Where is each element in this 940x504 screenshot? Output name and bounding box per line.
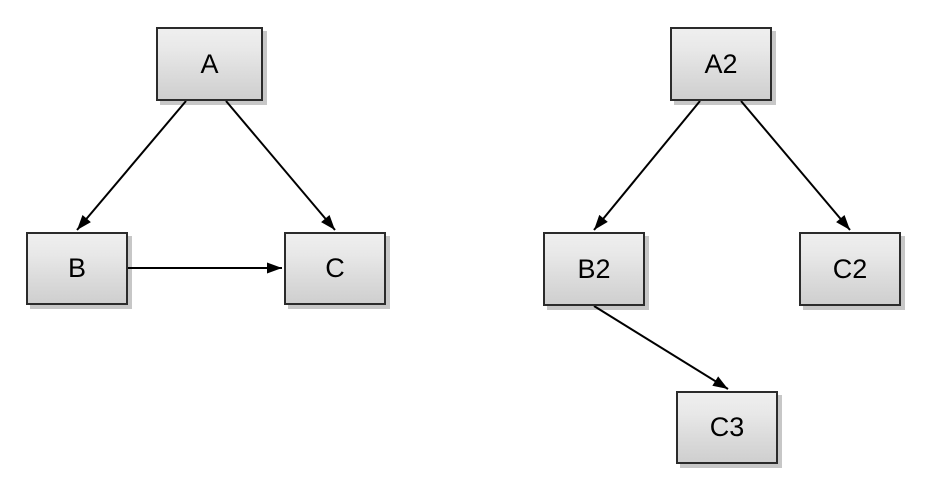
node-b2[interactable]: B2 bbox=[543, 232, 645, 306]
arrowhead-icon bbox=[321, 214, 335, 230]
node-b[interactable]: B bbox=[26, 232, 128, 305]
arrowhead-icon bbox=[594, 214, 608, 230]
edge-a2-to-c2 bbox=[740, 100, 851, 231]
node-a2[interactable]: A2 bbox=[670, 27, 772, 101]
node-c[interactable]: C bbox=[284, 232, 386, 305]
node-a2-label: A2 bbox=[704, 48, 738, 79]
edge-b2-to-c3 bbox=[593, 305, 729, 390]
node-c-label: C bbox=[325, 253, 345, 283]
edge-b-to-c bbox=[128, 262, 282, 274]
node-c3[interactable]: C3 bbox=[676, 391, 778, 464]
node-c2-label: C2 bbox=[832, 253, 868, 284]
edge-a-to-b bbox=[76, 100, 187, 231]
node-c2[interactable]: C2 bbox=[799, 232, 901, 306]
node-b2-label: B2 bbox=[577, 253, 611, 284]
edge-line bbox=[593, 305, 729, 390]
edge-a2-to-b2 bbox=[593, 100, 701, 231]
node-c3-label: C3 bbox=[709, 412, 745, 442]
arrowhead-icon bbox=[712, 376, 728, 389]
arrowhead-icon bbox=[77, 214, 91, 230]
node-a-label: A bbox=[200, 48, 219, 79]
edge-a-to-c bbox=[225, 100, 336, 231]
edge-line bbox=[225, 100, 336, 231]
edge-line bbox=[740, 100, 851, 231]
arrowhead-icon bbox=[267, 262, 282, 274]
arrowhead-icon bbox=[836, 214, 850, 230]
edge-line bbox=[76, 100, 187, 231]
node-b-label: B bbox=[67, 253, 86, 283]
node-a[interactable]: A bbox=[156, 27, 263, 101]
edge-line bbox=[593, 100, 701, 231]
